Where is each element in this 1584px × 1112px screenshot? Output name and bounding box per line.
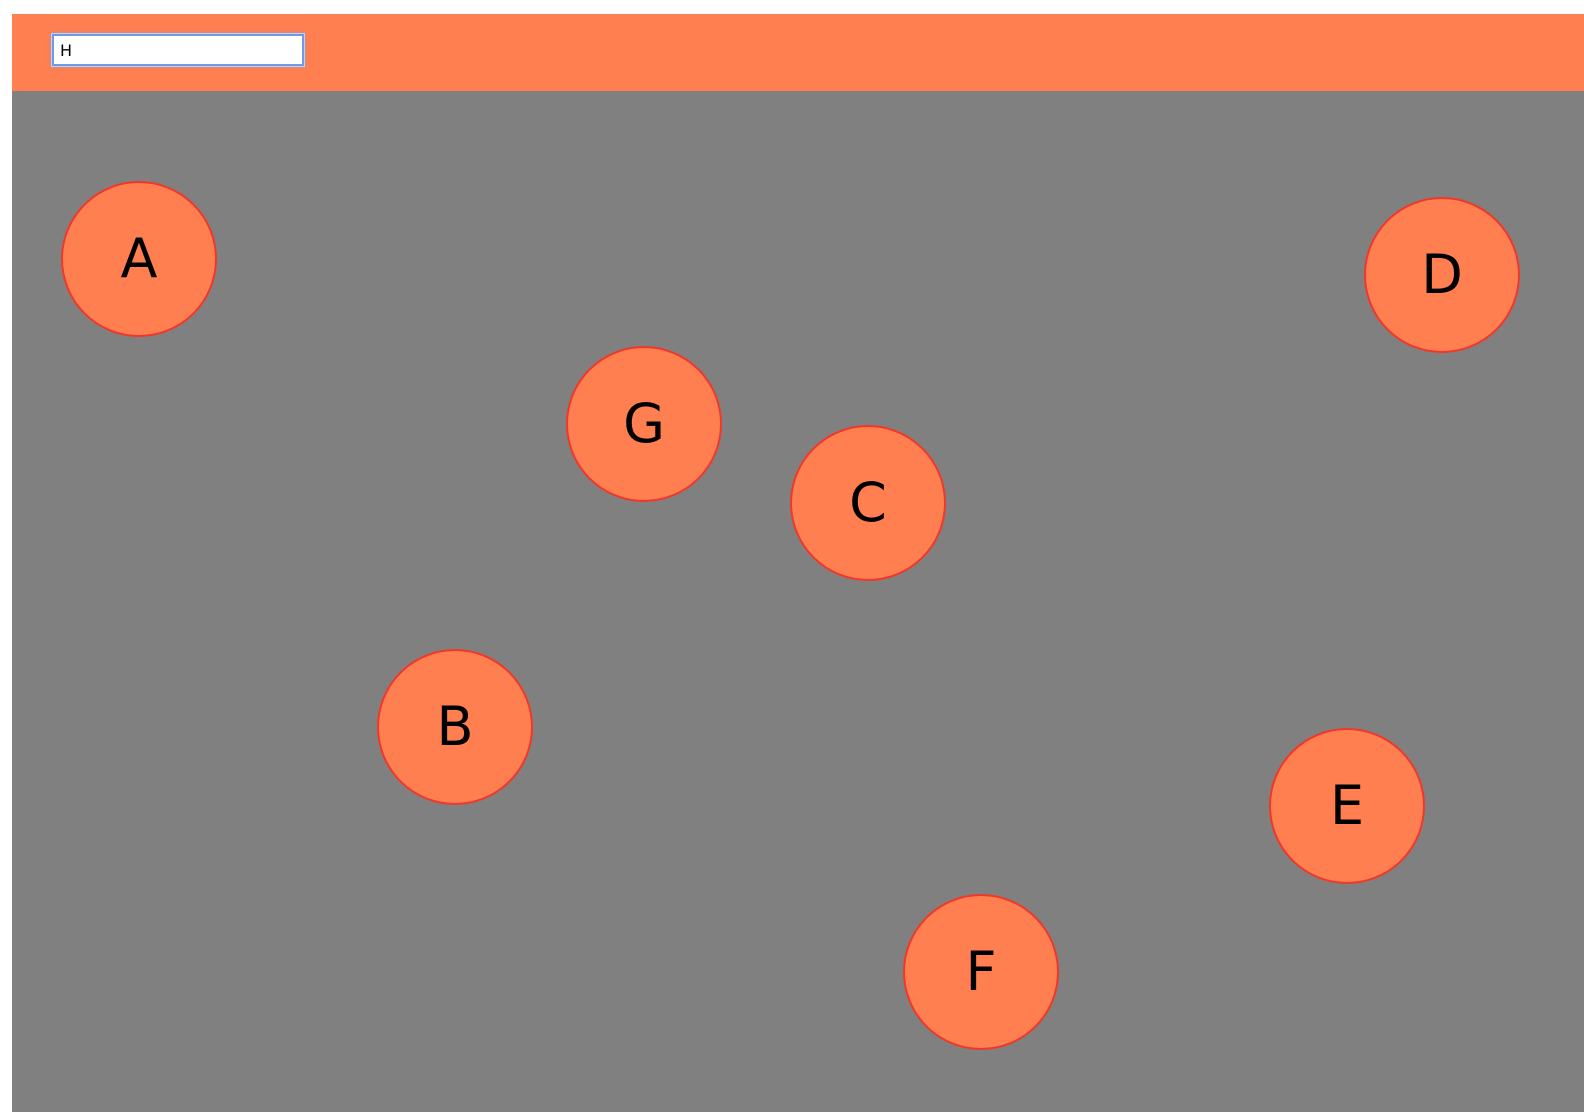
- circle-label: F: [965, 940, 997, 1003]
- circle-e[interactable]: E: [1269, 728, 1425, 884]
- text-input[interactable]: [51, 33, 305, 67]
- circle-label: A: [120, 227, 158, 290]
- circle-label: G: [623, 392, 665, 455]
- circle-a[interactable]: A: [61, 181, 217, 337]
- circle-f[interactable]: F: [903, 894, 1059, 1050]
- circle-label: C: [849, 471, 887, 534]
- circle-canvas: A B C D E F G: [12, 91, 1584, 1112]
- circle-d[interactable]: D: [1364, 197, 1520, 353]
- app-container: A B C D E F G: [12, 14, 1584, 1112]
- circle-c[interactable]: C: [790, 425, 946, 581]
- circle-label: D: [1421, 243, 1463, 306]
- circle-label: B: [436, 695, 474, 758]
- circle-g[interactable]: G: [566, 346, 722, 502]
- circle-label: E: [1329, 774, 1365, 837]
- top-bar: [12, 14, 1584, 91]
- circle-b[interactable]: B: [377, 649, 533, 805]
